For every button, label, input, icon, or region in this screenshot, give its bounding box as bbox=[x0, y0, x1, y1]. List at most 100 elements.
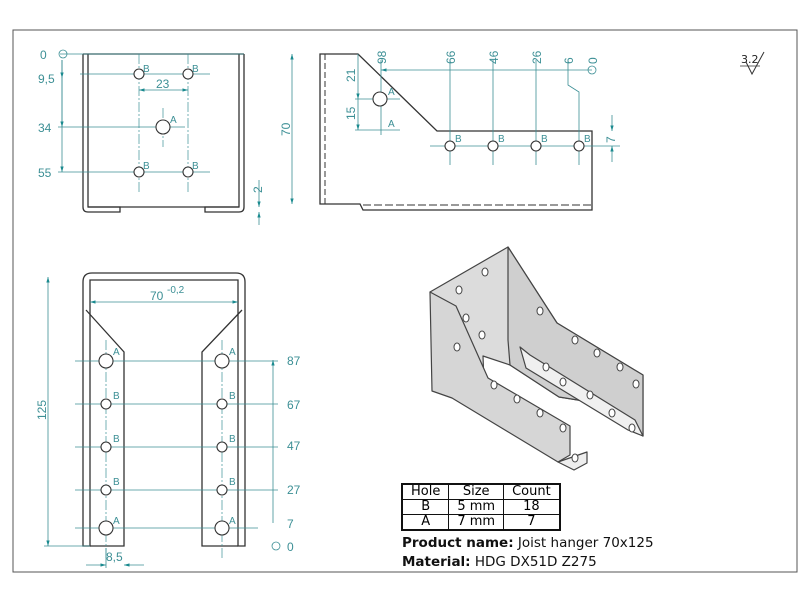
hole bbox=[100, 441, 112, 453]
isometric-bracket-illustration bbox=[429, 246, 644, 471]
dim-label: 26 bbox=[530, 50, 544, 64]
dim-label: 34 bbox=[38, 121, 52, 135]
table-header-row: Hole Size Count bbox=[401, 483, 561, 500]
hole bbox=[216, 398, 228, 410]
hole-label: A bbox=[113, 516, 120, 527]
hole-label: A bbox=[388, 87, 395, 98]
drawing-frame bbox=[12, 29, 798, 573]
dim-label: 67 bbox=[287, 398, 301, 412]
front-view: 0 9,5 34 55 23 B B A B B 2 bbox=[38, 48, 265, 225]
hole bbox=[513, 394, 521, 404]
material: Material: HDG DX51D Z275 bbox=[402, 554, 597, 570]
hole-label: A bbox=[113, 347, 120, 358]
hole bbox=[481, 267, 489, 277]
hole bbox=[628, 423, 636, 433]
table-cell: A bbox=[401, 514, 450, 531]
hole bbox=[542, 362, 550, 372]
dim-label: 0 bbox=[287, 540, 294, 554]
hole bbox=[586, 390, 594, 400]
hole-label: B bbox=[455, 134, 462, 145]
dim-label: 55 bbox=[38, 166, 52, 180]
hole bbox=[608, 408, 616, 418]
product-name-label: Product name: bbox=[402, 535, 514, 551]
dim-label: 47 bbox=[287, 439, 301, 453]
isometric-holes bbox=[453, 267, 640, 463]
hole bbox=[593, 348, 601, 358]
hole-label: B bbox=[229, 434, 236, 445]
hole-label: B bbox=[229, 477, 236, 488]
top-view: 70 -0,2 125 8,5 87 67 47 27 7 0 A B B B … bbox=[35, 272, 301, 568]
dim-label: 0 bbox=[40, 48, 47, 62]
thickness-label: 2 bbox=[251, 186, 265, 193]
side-view: 70 98 66 46 26 6 0 21 15 7 A A B B B B bbox=[279, 50, 620, 211]
hole-label: B bbox=[584, 134, 591, 145]
dim-label: 15 bbox=[344, 106, 358, 120]
width-label: 70 bbox=[150, 289, 164, 303]
dim-label: 87 bbox=[287, 354, 301, 368]
hole bbox=[98, 353, 114, 369]
dim-label: 7 bbox=[604, 136, 618, 143]
table-row: A 7 mm 7 bbox=[401, 514, 561, 531]
dim-label: 9,5 bbox=[38, 72, 55, 86]
dim-label: 6 bbox=[562, 57, 576, 64]
hole-label: B bbox=[143, 161, 150, 172]
dim-label: 27 bbox=[287, 483, 301, 497]
surface-roughness-symbol: 3.2 bbox=[740, 51, 765, 76]
hole bbox=[616, 362, 624, 372]
column-header: Size bbox=[448, 483, 505, 500]
dim-label: 98 bbox=[375, 50, 389, 64]
hole bbox=[462, 313, 470, 323]
dim-label: 0 bbox=[586, 57, 600, 64]
product-name: Product name: Joist hanger 70x125 bbox=[402, 535, 654, 551]
column-header: Count bbox=[503, 483, 561, 500]
hole bbox=[559, 377, 567, 387]
hole-label: A bbox=[170, 115, 177, 126]
hole bbox=[214, 353, 230, 369]
hole bbox=[632, 379, 640, 389]
hole bbox=[571, 453, 579, 463]
length-label: 125 bbox=[35, 400, 49, 420]
hole bbox=[571, 335, 579, 345]
hole-label: B bbox=[113, 434, 120, 445]
hole-label: B bbox=[498, 134, 505, 145]
dim-label: 66 bbox=[444, 50, 458, 64]
table-cell: B bbox=[401, 499, 450, 515]
hole bbox=[490, 380, 498, 390]
product-name-value: Joist hanger 70x125 bbox=[517, 535, 654, 551]
hole-label: B bbox=[113, 477, 120, 488]
hole bbox=[100, 398, 112, 410]
edge-offset-label: 8,5 bbox=[106, 550, 123, 564]
hole bbox=[98, 520, 114, 536]
table-row: B 5 mm 18 bbox=[401, 499, 561, 515]
table-cell: 18 bbox=[503, 499, 561, 515]
height-label: 70 bbox=[279, 122, 293, 136]
hole-label: B bbox=[113, 391, 120, 402]
dim-label: 7 bbox=[287, 517, 294, 531]
width-tolerance: -0,2 bbox=[167, 285, 185, 296]
hole bbox=[100, 484, 112, 496]
hole bbox=[216, 484, 228, 496]
hole-label: A bbox=[388, 119, 395, 130]
hole bbox=[216, 441, 228, 453]
hole-spacing-label: 23 bbox=[156, 77, 170, 91]
table-cell: 7 mm bbox=[448, 514, 505, 531]
hole-label: A bbox=[229, 347, 236, 358]
hole-label: B bbox=[541, 134, 548, 145]
table-cell: 5 mm bbox=[448, 499, 505, 515]
hole-label: B bbox=[192, 64, 199, 75]
hole-label: B bbox=[229, 391, 236, 402]
hole bbox=[478, 330, 486, 340]
material-label: Material: bbox=[402, 554, 471, 570]
hole bbox=[214, 520, 230, 536]
dim-label: 46 bbox=[487, 50, 501, 64]
hole bbox=[536, 306, 544, 316]
material-value: HDG DX51D Z275 bbox=[474, 554, 597, 570]
hole bbox=[453, 342, 461, 352]
hole bbox=[536, 408, 544, 418]
hole-table: Hole Size Count B 5 mm 18 A 7 mm 7 bbox=[401, 483, 561, 531]
hole-label: B bbox=[143, 64, 150, 75]
hole-label: B bbox=[192, 161, 199, 172]
hole bbox=[559, 423, 567, 433]
table-cell: 7 bbox=[503, 514, 561, 531]
